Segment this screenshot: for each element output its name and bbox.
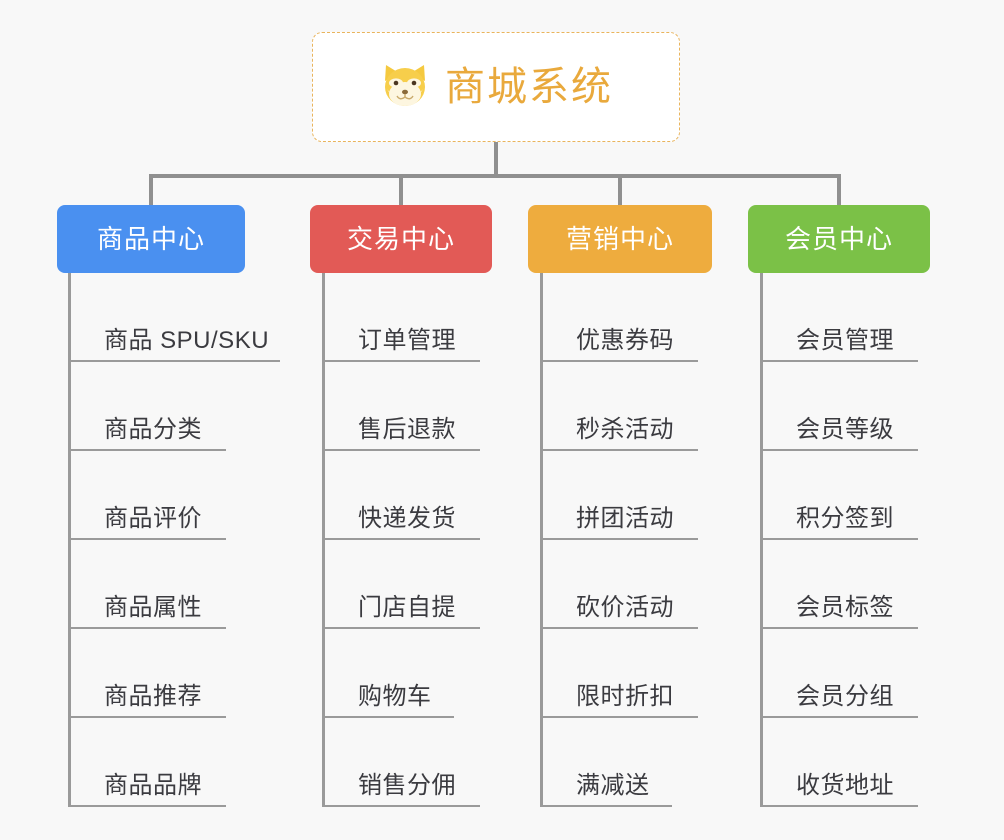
bus-bar-connector — [149, 174, 841, 178]
leaf-label: 快递发货 — [358, 505, 456, 532]
leaf-item[interactable]: 会员等级 — [760, 362, 918, 451]
column-trunk-line — [322, 273, 325, 807]
leaf-item[interactable]: 限时折扣 — [540, 629, 698, 718]
leaf-label: 售后退款 — [358, 416, 456, 443]
root-stem-connector — [494, 142, 498, 178]
leaf-underline — [540, 716, 698, 718]
leaf-underline — [322, 538, 480, 540]
leaf-underline — [540, 449, 698, 451]
leaf-item[interactable]: 商品推荐 — [68, 629, 269, 718]
leaf-item[interactable]: 快递发货 — [322, 451, 480, 540]
leaf-column-1: 商品 SPU/SKU 商品分类商品评价商品属性商品推荐商品品牌 — [68, 273, 280, 807]
leaf-label: 商品分类 — [104, 416, 202, 443]
leaf-underline — [760, 449, 918, 451]
leaf-item[interactable]: 订单管理 — [322, 273, 480, 362]
leaf-underline — [540, 627, 698, 629]
leaf-label: 会员管理 — [796, 327, 894, 354]
column-trunk-line — [68, 273, 71, 807]
branch-drop-connector-2 — [399, 174, 403, 207]
leaf-item[interactable]: 优惠券码 — [540, 273, 698, 362]
leaf-underline — [760, 627, 918, 629]
leaf-underline — [322, 449, 480, 451]
leaf-label: 商品属性 — [104, 594, 202, 621]
branch-drop-connector-1 — [149, 174, 153, 207]
leaf-underline — [322, 805, 480, 807]
branch-drop-connector-4 — [837, 174, 841, 207]
leaf-underline — [540, 538, 698, 540]
leaf-item[interactable]: 收货地址 — [760, 718, 918, 807]
category-label: 会员中心 — [784, 224, 893, 254]
leaf-item[interactable]: 积分签到 — [760, 451, 918, 540]
leaf-label: 限时折扣 — [576, 683, 674, 710]
leaf-item[interactable]: 售后退款 — [322, 362, 480, 451]
leaf-label: 会员标签 — [796, 594, 894, 621]
leaf-item[interactable]: 秒杀活动 — [540, 362, 698, 451]
leaf-item[interactable]: 商品属性 — [68, 540, 269, 629]
leaf-item[interactable]: 商品品牌 — [68, 718, 269, 807]
leaf-item[interactable]: 拼团活动 — [540, 451, 698, 540]
leaf-underline — [68, 449, 226, 451]
leaf-label: 拼团活动 — [576, 505, 674, 532]
leaf-underline — [322, 716, 454, 718]
category-box-4[interactable]: 会员中心 — [748, 205, 930, 273]
leaf-label: 会员等级 — [796, 416, 894, 443]
leaf-underline — [540, 805, 672, 807]
category-box-3[interactable]: 营销中心 — [528, 205, 712, 273]
root-node[interactable]: 商城系统 — [312, 32, 680, 142]
leaf-item[interactable]: 砍价活动 — [540, 540, 698, 629]
leaf-item[interactable]: 销售分佣 — [322, 718, 480, 807]
shiba-dog-face-icon — [379, 61, 431, 113]
leaf-item[interactable]: 门店自提 — [322, 540, 480, 629]
leaf-label: 积分签到 — [796, 505, 894, 532]
leaf-label: 商品 SPU/SKU — [104, 327, 270, 354]
leaf-item[interactable]: 商品评价 — [68, 451, 269, 540]
leaf-underline — [760, 360, 918, 362]
category-box-1[interactable]: 商品中心 — [57, 205, 245, 273]
leaf-underline — [760, 538, 918, 540]
leaf-label: 销售分佣 — [358, 772, 456, 799]
leaf-item[interactable]: 会员分组 — [760, 629, 918, 718]
leaf-underline — [68, 360, 280, 362]
leaf-label: 门店自提 — [358, 594, 456, 621]
leaf-underline — [68, 805, 226, 807]
leaf-label: 优惠券码 — [576, 327, 674, 354]
column-trunk-line — [760, 273, 763, 807]
leaf-column-3: 优惠券码秒杀活动拼团活动砍价活动限时折扣满减送 — [540, 273, 698, 807]
leaf-underline — [760, 716, 918, 718]
category-label: 营销中心 — [565, 224, 674, 254]
leaf-item[interactable]: 会员标签 — [760, 540, 918, 629]
leaf-label: 商品推荐 — [104, 683, 202, 710]
category-label: 交易中心 — [346, 224, 455, 254]
leaf-underline — [322, 360, 480, 362]
leaf-label: 商品评价 — [104, 505, 202, 532]
leaf-label: 购物车 — [358, 683, 432, 710]
leaf-underline — [68, 627, 226, 629]
leaf-item[interactable]: 商品分类 — [68, 362, 269, 451]
column-trunk-line — [540, 273, 543, 807]
leaf-label: 订单管理 — [358, 327, 456, 354]
leaf-item[interactable]: 购物车 — [322, 629, 456, 718]
leaf-underline — [68, 538, 226, 540]
leaf-underline — [322, 627, 480, 629]
leaf-label: 收货地址 — [796, 772, 894, 799]
leaf-column-4: 会员管理会员等级积分签到会员标签会员分组收货地址 — [760, 273, 918, 807]
leaf-item[interactable]: 商品 SPU/SKU — [68, 273, 280, 362]
leaf-label: 秒杀活动 — [576, 416, 674, 443]
leaf-label: 砍价活动 — [576, 594, 674, 621]
leaf-label: 会员分组 — [796, 683, 894, 710]
root-title: 商城系统 — [445, 65, 613, 109]
leaf-label: 满减送 — [576, 772, 650, 799]
leaf-underline — [540, 360, 698, 362]
leaf-label: 商品品牌 — [104, 772, 202, 799]
leaf-column-2: 订单管理售后退款快递发货门店自提购物车销售分佣 — [322, 273, 480, 807]
leaf-underline — [68, 716, 226, 718]
category-box-2[interactable]: 交易中心 — [310, 205, 492, 273]
branch-drop-connector-3 — [618, 174, 622, 207]
leaf-underline — [760, 805, 918, 807]
category-label: 商品中心 — [96, 224, 205, 254]
leaf-item[interactable]: 会员管理 — [760, 273, 918, 362]
leaf-item[interactable]: 满减送 — [540, 718, 674, 807]
